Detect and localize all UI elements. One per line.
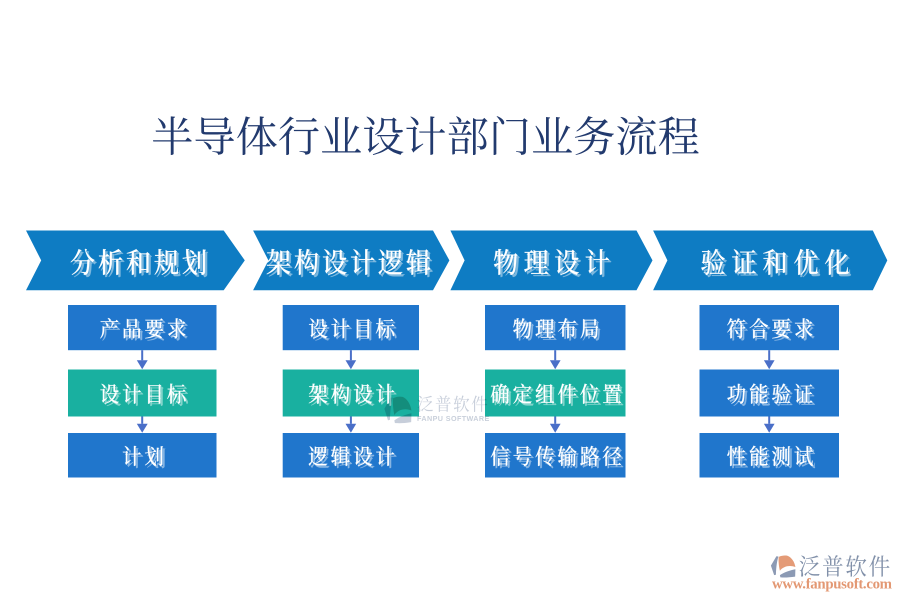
svg-text:www.fanpusoft.com: www.fanpusoft.com <box>772 577 893 593</box>
svg-text:FANPU SOFTWARE: FANPU SOFTWARE <box>417 414 490 423</box>
